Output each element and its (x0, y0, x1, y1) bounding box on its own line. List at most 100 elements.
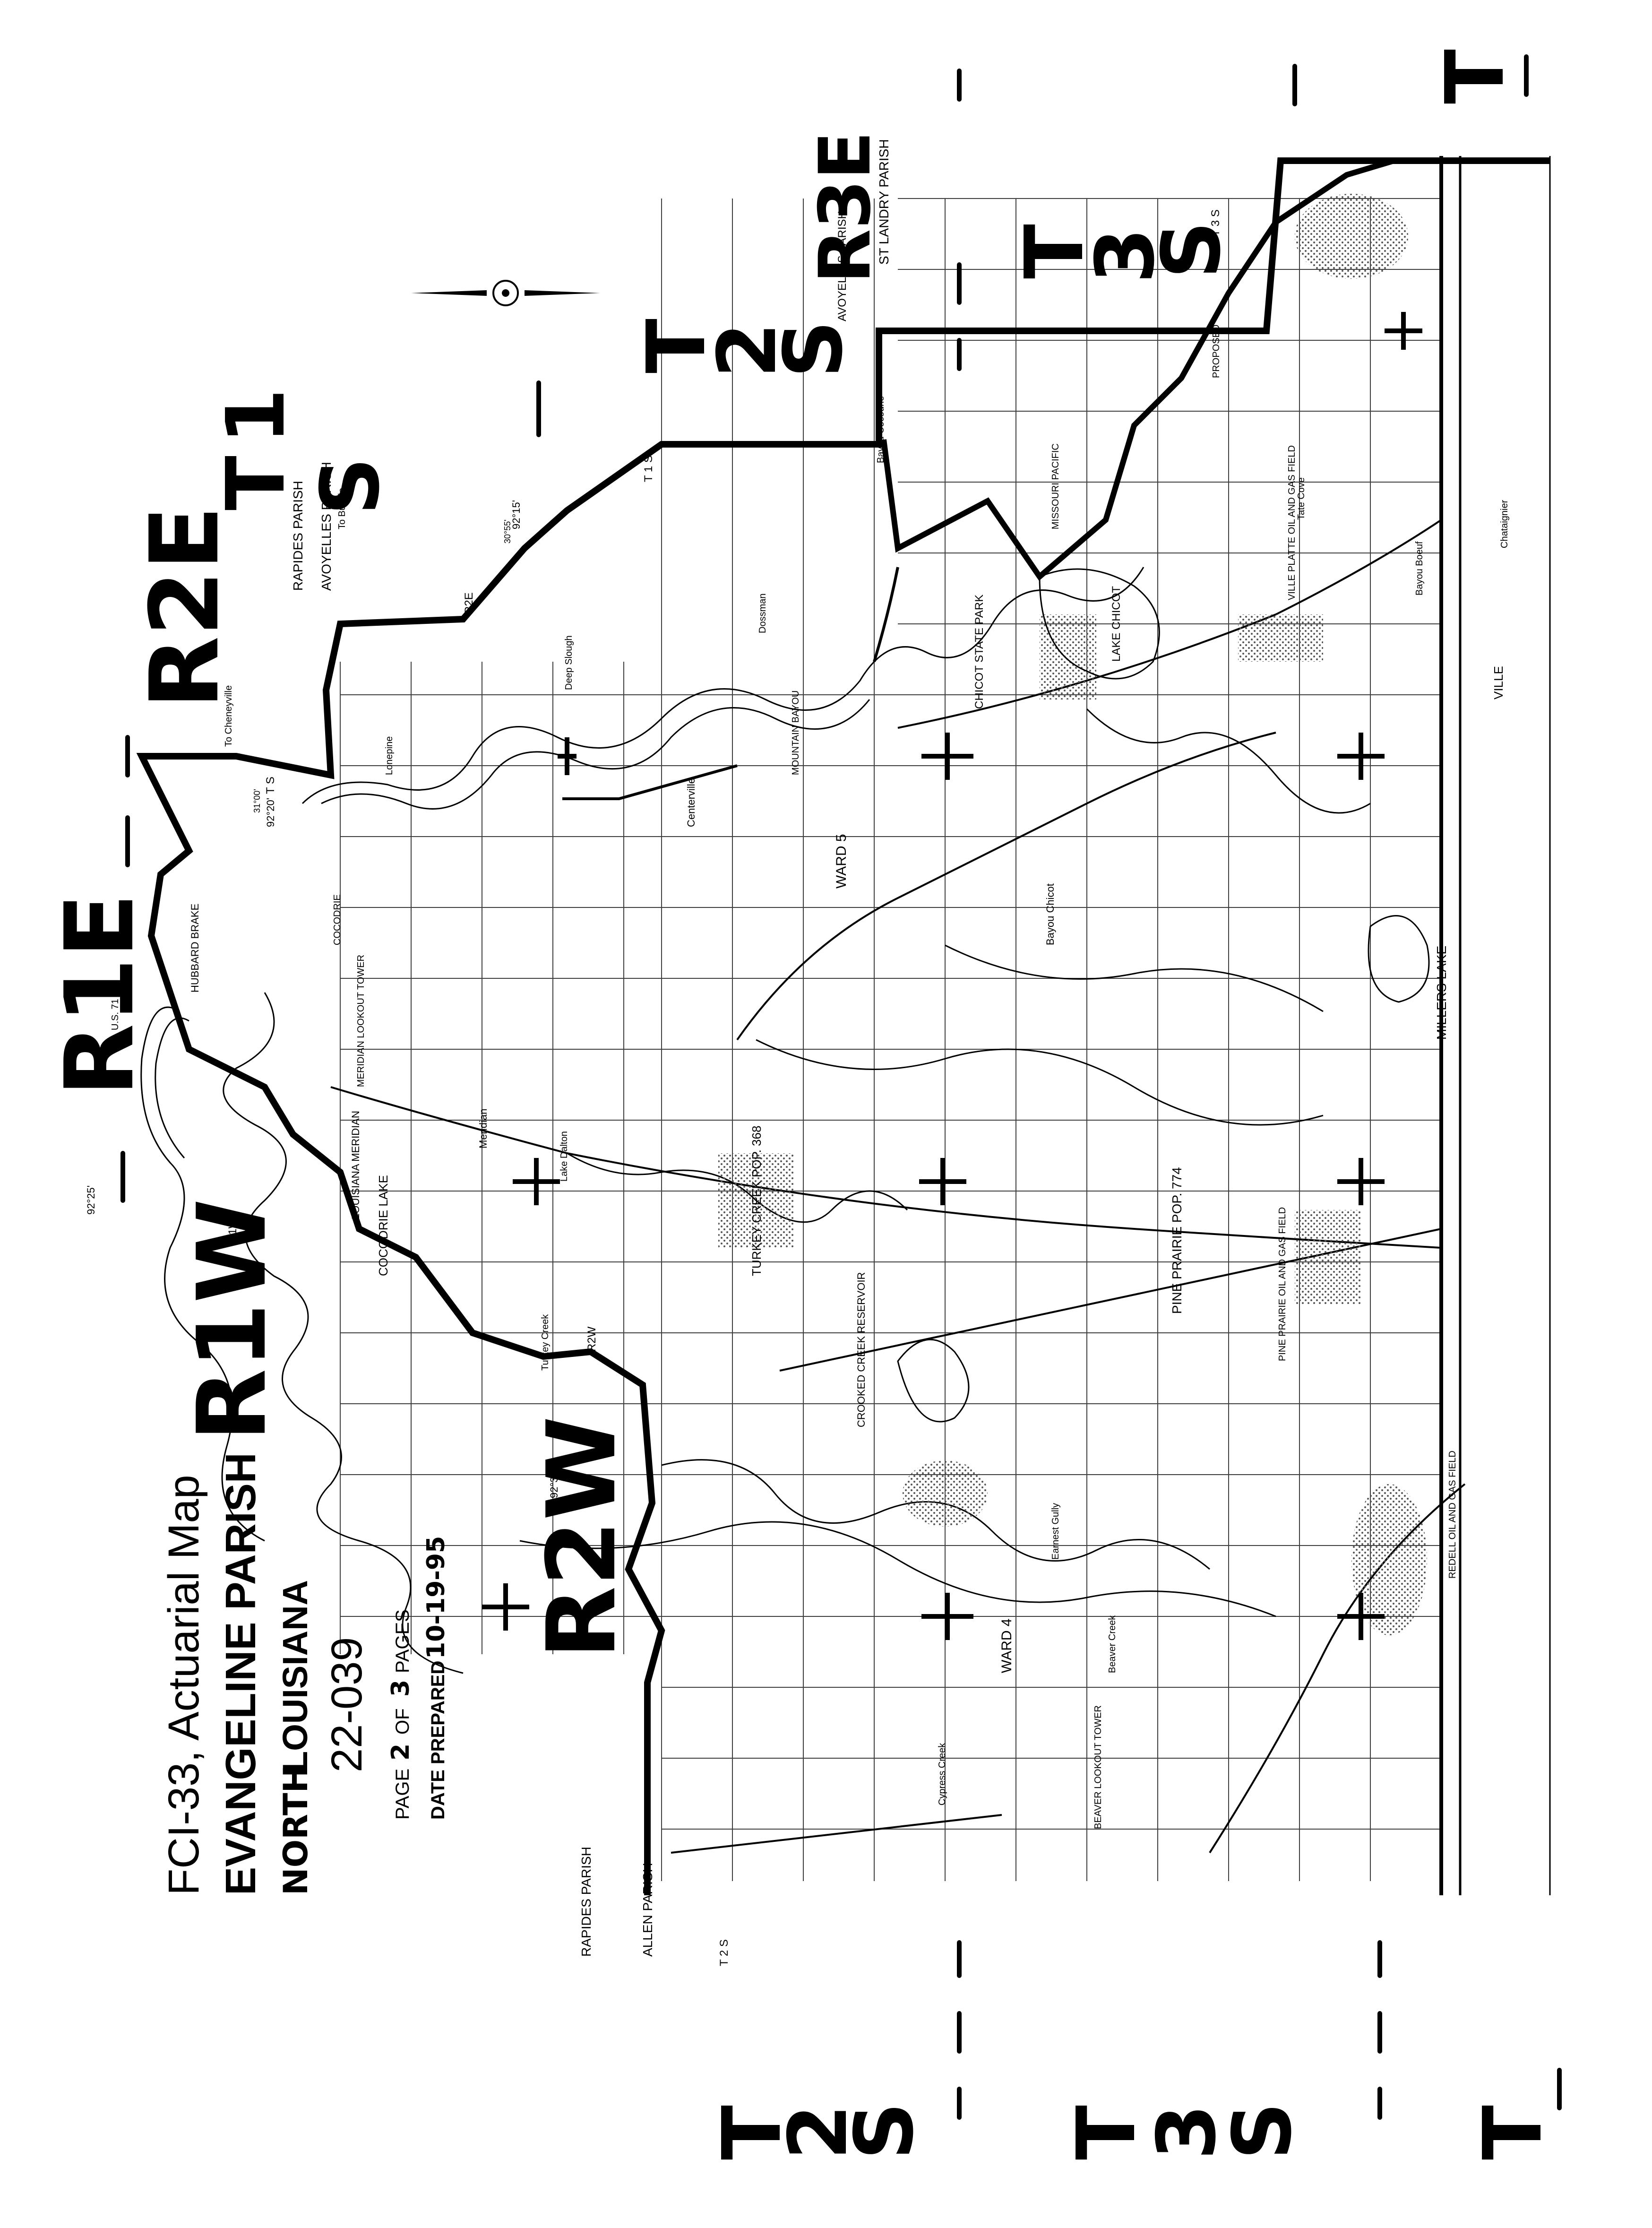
range-r3e: R3E (804, 131, 886, 284)
map-number: 22-039 (323, 1637, 371, 1772)
label-bayou-boeuf: Bayou Boeuf (1414, 541, 1425, 596)
parish-avoyelles-top: AVOYELLES PARISH (836, 211, 849, 321)
twp-t3s-bottom-b: 3 (1140, 2104, 1234, 2160)
date-label: DATE PREPARED (428, 1661, 448, 1820)
twp-t2s-bottom-c: S (838, 2102, 931, 2160)
township-labels: T 1 S T 2 S T 3 S T T 2 S T 3 S T T 2 S … (209, 49, 1560, 2160)
twp-small-t3s: T 3 S (1209, 209, 1222, 236)
label-cypress-creek: Cypress Creek (937, 1743, 947, 1805)
twp-t2s-top-b: 2 (701, 322, 794, 378)
label-lake-dalton: Lake Dalton (559, 1131, 569, 1182)
coord-30-55: 30°55' (503, 519, 512, 544)
label-crooked-creek: CROOKED CREEK RESERVOIR (855, 1272, 867, 1427)
label-turkey-creek-stream: Turkey Creek (540, 1314, 551, 1371)
label-la-meridian: LOUISIANA MERIDIAN (350, 1111, 361, 1219)
label-chataignier: Chataignier (1499, 500, 1510, 548)
tr-dash-lines (120, 54, 1562, 2120)
page-prefix: PAGE (392, 1769, 413, 1820)
page-number: 2 (387, 1744, 415, 1761)
label-ward4: WARD 4 (999, 1618, 1015, 1673)
twp-t3s-bottom-c: S (1216, 2102, 1309, 2160)
label-ville: VILLE (1491, 666, 1506, 699)
range-labels: R2W R1W R1E R2E R3E R2W R1W R2E (45, 131, 886, 1659)
twp-t-right: T (1428, 49, 1522, 104)
range-r2w: R2W (527, 1416, 637, 1659)
region-print: LOUISIANA (275, 1580, 315, 1772)
parish-allen: ALLEN PARISH (640, 1863, 655, 1957)
range-r2w-small: R2W (585, 1326, 598, 1352)
twp-t2s-top-a: T (630, 319, 723, 373)
label-vp-field: VILLE PLATTE OIL AND GAS FIELD (1287, 445, 1297, 600)
page-total: 3 (387, 1680, 415, 1697)
twp-small-t1s: T 1 S (642, 455, 655, 482)
label-bayou-chicot: Bayou Chicot (1044, 883, 1056, 945)
label-beaver-creek: Beaver Creek (1107, 1615, 1118, 1673)
twp-t2s-bottom-a: T (706, 2105, 799, 2160)
parish-rapides-bottom: RAPIDES PARISH (579, 1847, 594, 1957)
coord-92-25: 92°25' (85, 1185, 97, 1215)
title-block: FCI-33, Actuarial Map EVANGELINE PARISH … (160, 1452, 450, 1895)
label-chicot-park: CHICOT STATE PARK (973, 595, 986, 709)
date-value: 10-19-95 (422, 1536, 450, 1659)
parish-name: EVANGELINE PARISH (217, 1452, 265, 1895)
parish-rapides: RAPIDES PARISH (291, 481, 305, 591)
stippled-areas (718, 194, 1427, 1635)
label-cocodrie-lake: COCODRIE LAKE (376, 1175, 390, 1276)
parish-avoyelles: AVOYELLES PARISH (319, 462, 334, 591)
twp-t3s-top-c: S (1145, 221, 1239, 279)
map-title: FCI-33, Actuarial Map (160, 1475, 208, 1895)
label-beaver-tower: BEAVER LOOKOUT TOWER (1093, 1705, 1103, 1829)
parish-boundary (136, 156, 1550, 1895)
label-us71: U.S. 71 (110, 999, 120, 1030)
twp-t3s-top-b: 3 (1079, 228, 1172, 284)
coord-92-20: 92°20' (265, 798, 276, 827)
coord-92-15: 92°15' (510, 500, 522, 529)
label-lake-chicot: LAKE CHICOT (1110, 586, 1123, 662)
label-cocodrie-bayou: COCODRIE (332, 894, 343, 945)
twp-t-bottom: T (1466, 2105, 1560, 2160)
label-meridian: Meridian (477, 1109, 489, 1149)
parish-labels: RAPIDES PARISH AVOYELLES PARISH ST LANDR… (291, 139, 891, 1957)
twp-t3s-bottom-a: T (1060, 2105, 1153, 2160)
roads (330, 519, 1466, 1854)
label-earnest-gully: Earnest Gully (1050, 1503, 1061, 1560)
label-dossman: Dossman (757, 594, 768, 633)
label-pp-field: PINE PRAIRIE OIL AND GAS FIELD (1277, 1207, 1288, 1361)
coord-92-30: 92°30' (548, 1469, 560, 1498)
label-missouri-pacific: MISSOURI PACIFIC (1050, 443, 1061, 529)
north-arrow (411, 280, 600, 306)
label-to-cheneyville: To Cheneyville (224, 685, 234, 747)
twp-t1s-a: T (209, 456, 303, 510)
label-bayou-cocodrie: Bayou Cocodrie (876, 396, 886, 463)
twp-t3s-top-a: T (1008, 224, 1101, 279)
twp-t2s-bottom-b: 2 (772, 2104, 865, 2160)
label-turkey-creek: TURKEY CREEK POP. 368 (749, 1126, 764, 1276)
label-hubbard-brake: HUBBARD BRAKE (189, 904, 201, 993)
twp-t1s-c: S (304, 458, 397, 515)
lakes (140, 568, 1430, 1542)
parish-st-landry: ST LANDRY PARISH (877, 139, 891, 265)
label-pine-prairie: PINE PRAIRIE POP. 774 (1170, 1167, 1184, 1314)
range-r2e-small: R2E (463, 592, 475, 614)
twp-t2s-top-c: S (767, 320, 860, 378)
twp-t1s-b: 1 (209, 389, 303, 444)
place-labels: TURKEY CREEK POP. 368 PINE PRAIRIE POP. … (110, 325, 1510, 1829)
region-hand: NORTH (276, 1765, 315, 1895)
label-centerville: Centerville (685, 778, 697, 827)
range-r1w: R1W (177, 1199, 287, 1442)
label-deep-slough: Deep Slough (564, 635, 574, 690)
label-lonepine: Lonepine (384, 736, 395, 775)
twp-small-t2s: T 2 S (718, 1939, 731, 1966)
coordinate-labels: 92°25' 92°30' 92°20' 92°15' 31°00' 30°55… (85, 500, 560, 1498)
label-proposed: PROPOSED (1211, 325, 1222, 378)
range-r2e: R2E (130, 506, 240, 709)
label-tate-cove: Tate Cove (1296, 477, 1307, 520)
label-millers-lake: MILLERS LAKE (1434, 946, 1449, 1040)
coord-31-00: 31°00' (252, 789, 262, 813)
label-redell: REDELL OIL AND GAS FIELD (1447, 1451, 1458, 1579)
range-r1w-small: R1W (226, 1218, 239, 1243)
label-mountain-bayou: MOUNTAIN BAYOU (791, 691, 801, 775)
twp-small-ts: T S (264, 777, 277, 794)
label-meridian-tower: MERIDIAN LOOKOUT TOWER (356, 955, 366, 1087)
